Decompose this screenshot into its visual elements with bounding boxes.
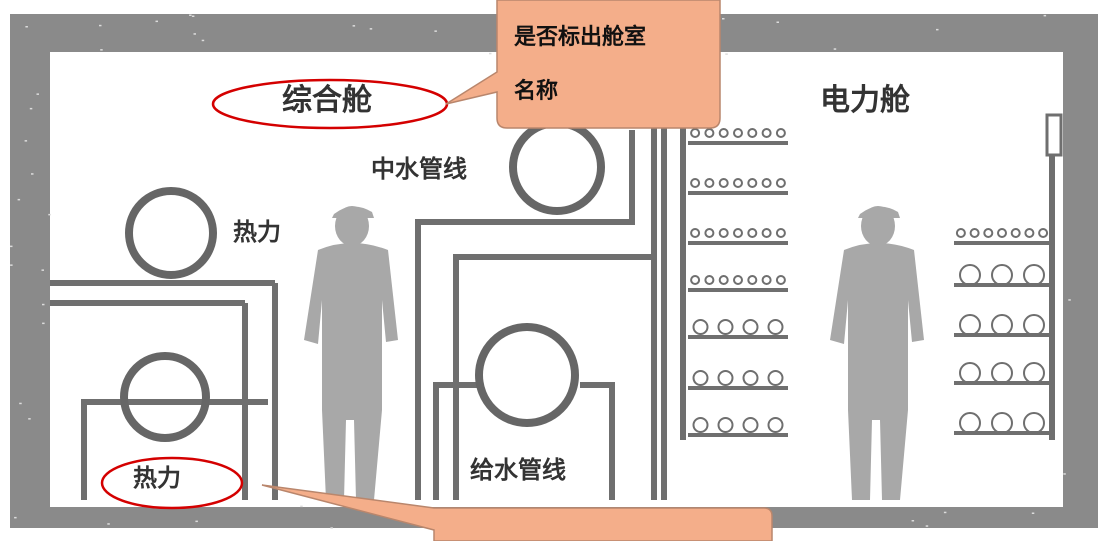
callout-top-line2: 名称 [514, 78, 558, 104]
power-chamber-title: 电力舱 [820, 83, 911, 118]
reclaimed-water-label: 中水管线 [371, 155, 467, 183]
heat-label-lower: 热力 [133, 464, 181, 492]
water-supply-label: 给水管线 [470, 456, 566, 484]
heat-pipe-upper [125, 187, 217, 279]
cable-rack-right [954, 113, 1063, 440]
person-silhouette-icon [304, 206, 398, 500]
combined-chamber-title: 综合舱 [282, 83, 373, 118]
water-supply-pipe [475, 323, 579, 427]
combined-chamber-structures [50, 127, 667, 500]
heat-label-upper: 热力 [233, 218, 281, 246]
heat-pipe-lower [120, 352, 210, 442]
cable-rack-left [680, 127, 788, 440]
callout-top: 是否标出舱室 名称 [445, 0, 721, 129]
diagram-labels: 综合舱 电力舱 热力 中水管线 热力 给水管线 [133, 83, 911, 492]
person-silhouette-icon [830, 206, 924, 500]
callout-top-line1: 是否标出舱室 [514, 24, 646, 50]
callout-bottom [261, 484, 773, 541]
